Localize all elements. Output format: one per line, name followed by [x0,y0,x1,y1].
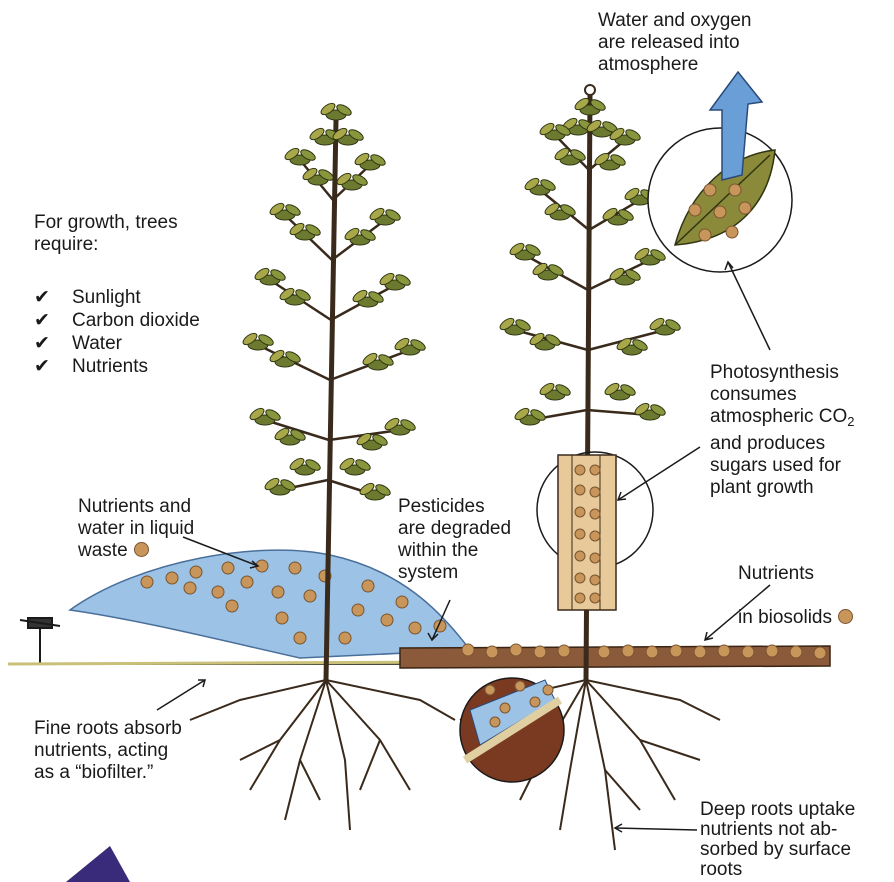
corner-mark [66,846,130,882]
nutrient-dot-icon [134,542,149,557]
requirement-item: ✔Water [34,332,200,355]
label-fine-roots: Fine roots absorb nutrients, acting as a… [34,718,182,784]
sprinkler-icon [20,618,60,665]
biosolids-line2: in biosolids [738,607,832,628]
label-atmosphere: Water and oxygen are released into atmos… [598,10,752,76]
trunk-magnifier [537,452,653,610]
checkmark-icon: ✔ [34,309,72,332]
photosynthesis-text-a: Photosynthesis consumes atmospheric CO [710,362,847,427]
checkmark-icon: ✔ [34,286,72,309]
requirement-label: Carbon dioxide [72,309,200,332]
requirement-item: ✔Carbon dioxide [34,309,200,332]
checkmark-icon: ✔ [34,332,72,355]
label-deep-roots: Deep roots uptake nutrients not ab- sorb… [700,800,855,880]
label-biosolids: Nutrients in biosolids [738,541,853,629]
soil-magnifier [460,678,564,782]
biosolids-layer [400,644,830,668]
requirement-label: Sunlight [72,286,141,309]
requirement-item: ✔Sunlight [34,286,200,309]
label-liquid-waste: Nutrients and water in liquid waste [78,474,194,562]
co2-subscript: 2 [847,414,854,429]
tree-left [190,101,455,830]
photosynthesis-text-b: and produces sugars used for plant growt… [710,433,855,499]
checkmark-icon: ✔ [34,355,72,378]
label-pesticides: Pesticides are degraded within the syste… [398,496,511,584]
requirement-item: ✔Nutrients [34,355,200,378]
requirements-list: ✔Sunlight ✔Carbon dioxide ✔Water ✔Nutrie… [34,286,200,378]
requirement-label: Water [72,332,122,355]
requirement-label: Nutrients [72,355,148,378]
nutrient-dot-icon [838,609,853,624]
label-requirements-title: For growth, trees require: [34,212,178,256]
biosolids-line1: Nutrients [738,563,853,585]
label-photosynthesis: Photosynthesis consumes atmospheric CO2 … [710,340,855,521]
leaf-magnifier [648,128,792,272]
